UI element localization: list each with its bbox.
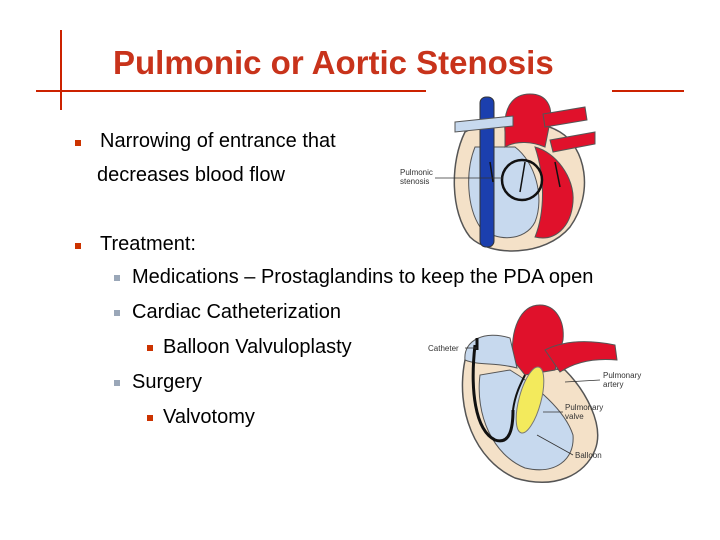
bullet-marker [75,243,81,249]
sub-sub-bullet-marker [147,415,153,421]
label-pulmonic: Pulmonic [400,168,433,177]
label-catheter: Catheter [428,344,459,353]
label-pulmonary-artery-1: Pulmonary [603,371,641,380]
slide-title: Pulmonic or Aortic Stenosis [113,44,554,81]
bullet-treatment: Treatment: [100,233,196,255]
label-pulmonary-artery-2: artery [603,380,623,389]
sub-sub-bullet-balloon-valvuloplasty: Balloon Valvuloplasty [163,336,352,358]
sub-bullet-medications: Medications – Prostaglandins to keep the… [132,266,594,288]
sub-bullet-marker [114,275,120,281]
sub-bullet-catheterization: Cardiac Catheterization [132,301,341,323]
label-pulmonary-valve-2: valve [565,412,584,421]
sub-bullet-marker [114,310,120,316]
sub-sub-bullet-marker [147,345,153,351]
balloon-valvuloplasty-heart-diagram: Catheter Pulmonary artery Pulmonary valv… [428,304,641,483]
pulmonic-stenosis-heart-diagram: Pulmonic stenosis [400,93,596,252]
sub-sub-bullet-valvotomy: Valvotomy [163,406,255,428]
label-balloon: Balloon [575,451,602,460]
sub-bullet-marker [114,380,120,386]
bullet-narrowing-continued: decreases blood flow [97,164,285,186]
frame-horizontal-line-left [36,90,426,92]
frame-vertical-line [60,30,62,110]
label-stenosis: stenosis [400,177,429,186]
label-pulmonary-valve-1: Pulmonary [565,403,603,412]
frame-horizontal-line-right [612,90,684,92]
bullet-marker [75,140,81,146]
sub-bullet-surgery: Surgery [132,371,203,393]
bullet-narrowing: Narrowing of entrance that [100,130,336,152]
